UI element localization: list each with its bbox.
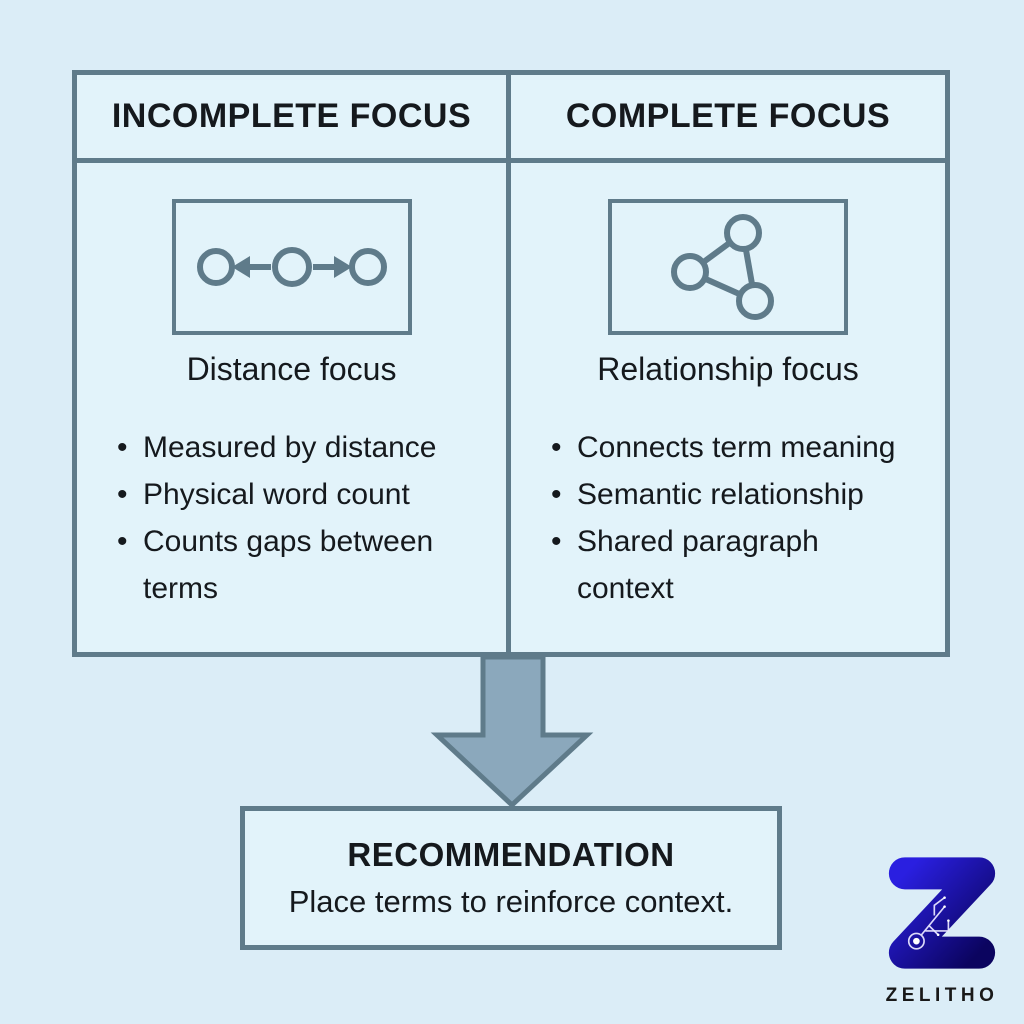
complete-focus-cell: Relationship focus Connects term meaning… <box>511 163 945 652</box>
bullet-item: Shared paragraph context <box>551 518 921 612</box>
complete-focus-header: COMPLETE FOCUS <box>511 75 945 163</box>
down-block-arrow-icon <box>430 655 594 809</box>
bullet-item: Semantic relationship <box>551 471 921 518</box>
distance-arrows-icon <box>196 247 387 287</box>
bullet-item: Physical word count <box>117 471 487 518</box>
distance-focus-caption: Distance focus <box>186 351 397 387</box>
circuit-trace <box>907 896 950 950</box>
complete-focus-bullets: Connects term meaning Semantic relations… <box>511 424 945 612</box>
bullet-item: Counts gaps between terms <box>117 518 487 612</box>
incomplete-focus-header: INCOMPLETE FOCUS <box>77 75 511 163</box>
bullet-item: Connects term meaning <box>551 424 921 471</box>
recommendation-text: Place terms to reinforce context. <box>288 884 734 919</box>
bullet-item: Measured by distance <box>117 424 487 471</box>
recommendation-box: RECOMMENDATION Place terms to reinforce … <box>240 806 782 950</box>
brand-name: ZELITHO <box>885 985 999 1006</box>
zelitho-z-circuit-icon <box>888 857 996 969</box>
incomplete-focus-bullets: Measured by distance Physical word count… <box>77 424 506 612</box>
zelitho-logo: ZELITHO <box>876 848 1008 1007</box>
incomplete-focus-cell: Distance focus Measured by distance Phys… <box>77 163 511 652</box>
network-icon-frame <box>608 199 848 335</box>
recommendation-title: RECOMMENDATION <box>347 836 675 873</box>
comparison-table: INCOMPLETE FOCUS COMPLETE FOCUS Distance… <box>72 70 950 657</box>
relationship-focus-caption: Relationship focus <box>597 351 859 387</box>
network-triangle-icon <box>671 214 774 320</box>
distance-icon-frame <box>171 199 412 335</box>
